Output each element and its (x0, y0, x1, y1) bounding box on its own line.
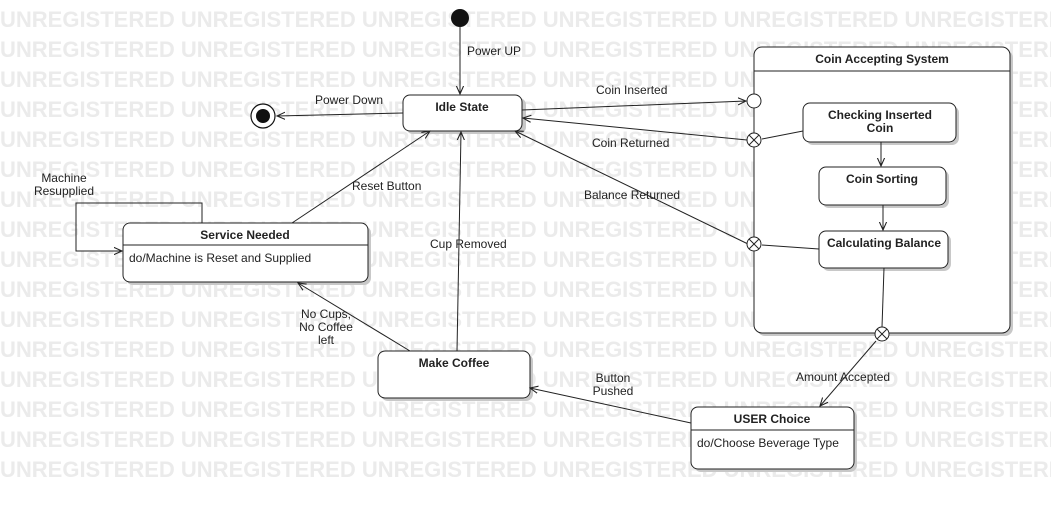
edge-balance-to-bottom-exit[interactable] (881, 267, 885, 328)
entry-point-coin-system[interactable] (746, 93, 762, 109)
edge-checking-to-exit[interactable] (761, 130, 804, 140)
label-power-down: Power Down (315, 93, 383, 107)
checking-coin-title-line1: Checking Inserted (828, 108, 932, 122)
service-needed-activity: do/Machine is Reset and Supplied (129, 251, 311, 265)
label-button-pushed-2: Pushed (593, 384, 634, 398)
label-no-cups-1: No Cups, (301, 307, 351, 321)
checking-inserted-coin-state[interactable]: Checking Inserted Coin (802, 102, 959, 145)
label-reset-button: Reset Button (352, 179, 421, 193)
edge-coin-returned[interactable] (523, 118, 748, 141)
edge-balance-returned[interactable] (515, 131, 749, 245)
user-choice-activity: do/Choose Beverage Type (697, 436, 839, 450)
edge-machine-resupplied[interactable] (75, 202, 203, 251)
label-no-cups-3: left (318, 333, 335, 347)
exit-point-coin-returned[interactable] (746, 132, 762, 148)
label-coin-returned: Coin Returned (592, 136, 669, 150)
label-machine-resupplied-2: Resupplied (34, 184, 94, 198)
idle-state[interactable]: Idle State (402, 94, 526, 134)
service-needed-state[interactable]: Service Needed do/Machine is Reset and S… (122, 222, 371, 285)
idle-state-title: Idle State (435, 100, 489, 114)
make-coffee-title: Make Coffee (419, 356, 490, 370)
label-coin-inserted: Coin Inserted (596, 83, 667, 97)
label-button-pushed-1: Button (596, 371, 631, 385)
calculating-balance-title: Calculating Balance (827, 236, 941, 250)
coin-sorting-title: Coin Sorting (846, 172, 918, 186)
make-coffee-state[interactable]: Make Coffee (377, 350, 533, 401)
edge-power-down[interactable] (277, 113, 404, 116)
edge-amount-accepted[interactable] (820, 340, 877, 406)
user-choice-title: USER Choice (734, 412, 811, 426)
checking-coin-title-line2: Coin (867, 121, 894, 135)
label-balance-returned: Balance Returned (584, 188, 680, 202)
calculating-balance-state[interactable]: Calculating Balance (818, 230, 951, 271)
coin-sorting-state[interactable]: Coin Sorting (818, 166, 949, 208)
exit-point-balance-returned[interactable] (746, 236, 762, 252)
edge-no-cups[interactable] (298, 283, 411, 352)
initial-state[interactable] (451, 9, 469, 27)
label-amount-accepted: Amount Accepted (796, 370, 890, 384)
exit-point-amount-accepted[interactable] (874, 326, 890, 342)
label-machine-resupplied-1: Machine (41, 171, 87, 185)
edge-coin-inserted[interactable] (521, 101, 746, 111)
label-no-cups-2: No Coffee (299, 320, 353, 334)
label-power-up: Power UP (467, 44, 521, 58)
edge-cup-removed[interactable] (456, 132, 461, 352)
user-choice-state[interactable]: USER Choice do/Choose Beverage Type (690, 406, 857, 472)
edge-button-pushed[interactable] (530, 388, 692, 424)
final-state[interactable] (250, 103, 276, 129)
edge-balance-to-exit[interactable] (761, 244, 820, 250)
coin-accepting-system-title: Coin Accepting System (815, 52, 949, 66)
edge-reset-button[interactable] (291, 131, 430, 224)
label-cup-removed: Cup Removed (430, 237, 507, 251)
service-needed-title: Service Needed (200, 228, 289, 242)
